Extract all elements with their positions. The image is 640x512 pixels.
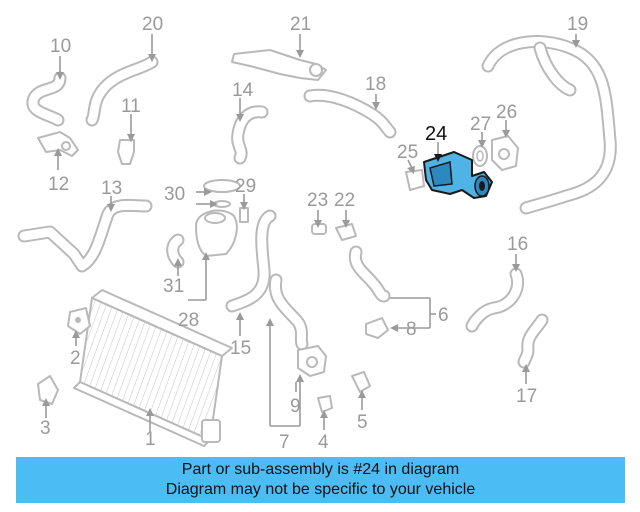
callout-10[interactable]: 10 xyxy=(50,36,71,57)
callout-7[interactable]: 7 xyxy=(279,432,290,453)
callout-15[interactable]: 15 xyxy=(230,338,251,359)
reservoir-tank[interactable] xyxy=(195,209,238,257)
callout-16[interactable]: 16 xyxy=(507,234,528,255)
callout-labels: 1 2 3 4 5 6 7 8 9 10 11 12 13 14 15 16 1… xyxy=(40,14,588,453)
flange-part-21[interactable] xyxy=(231,49,327,81)
callout-4[interactable]: 4 xyxy=(318,432,329,453)
gasket-part-25[interactable] xyxy=(405,169,425,191)
bracket-part-2[interactable] xyxy=(67,307,91,335)
callout-27[interactable]: 27 xyxy=(470,114,491,135)
callout-11[interactable]: 11 xyxy=(121,96,141,117)
sensor-part-4[interactable] xyxy=(317,395,333,413)
hose-part-16[interactable] xyxy=(465,267,524,333)
callout-14[interactable]: 14 xyxy=(232,80,254,101)
callout-31[interactable]: 31 xyxy=(163,276,184,297)
pipe-part-13[interactable] xyxy=(17,198,153,273)
callout-20[interactable]: 20 xyxy=(142,14,163,35)
hose-part-15[interactable] xyxy=(225,209,277,313)
leader-lines xyxy=(42,34,580,432)
banner-line-disclaimer: Diagram may not be specific to your vehi… xyxy=(165,481,476,498)
callout-12[interactable]: 12 xyxy=(48,174,69,195)
callout-2[interactable]: 2 xyxy=(70,348,81,369)
callout-25[interactable]: 25 xyxy=(397,142,418,163)
callout-19[interactable]: 19 xyxy=(567,14,588,35)
hose-part-6[interactable] xyxy=(348,245,391,303)
callout-26[interactable]: 26 xyxy=(496,102,517,123)
callout-22[interactable]: 22 xyxy=(334,190,355,211)
housing-part-9[interactable] xyxy=(297,345,327,377)
hose-part-17[interactable] xyxy=(517,313,549,369)
callout-29[interactable]: 29 xyxy=(235,176,256,197)
sensor-part-12[interactable] xyxy=(37,131,79,157)
callout-8[interactable]: 8 xyxy=(406,319,417,340)
callout-30[interactable]: 30 xyxy=(164,184,185,205)
callout-5[interactable]: 5 xyxy=(357,412,368,433)
banner-line-part: Part or sub-assembly is #24 in diagram xyxy=(181,461,460,478)
hose-part-7[interactable] xyxy=(268,273,309,351)
callout-23[interactable]: 23 xyxy=(307,190,328,211)
callout-21[interactable]: 21 xyxy=(290,14,311,35)
hose-part-20[interactable] xyxy=(85,55,159,127)
highlighted-part-24[interactable] xyxy=(423,151,493,199)
hose-part-31[interactable] xyxy=(166,233,185,269)
hose-part-10[interactable] xyxy=(26,71,67,127)
info-banner: Part or sub-assembly is #24 in diagram D… xyxy=(16,457,625,503)
callout-13[interactable]: 13 xyxy=(101,178,122,199)
callout-9[interactable]: 9 xyxy=(290,396,301,417)
hose-part-19[interactable] xyxy=(481,35,617,215)
callout-17[interactable]: 17 xyxy=(516,386,537,407)
sensor-part-5[interactable] xyxy=(351,371,371,393)
callout-18[interactable]: 18 xyxy=(365,74,386,95)
callout-6[interactable]: 6 xyxy=(438,305,449,326)
sensor-part-11[interactable] xyxy=(117,139,135,165)
callout-24[interactable]: 24 xyxy=(425,123,447,145)
oring-part-27[interactable] xyxy=(472,145,488,167)
sensor-part-29[interactable] xyxy=(239,207,249,223)
bracket-part-3[interactable] xyxy=(37,375,59,405)
connector-part-8[interactable] xyxy=(365,317,389,339)
thermostat-part-26[interactable] xyxy=(491,135,519,171)
callout-3[interactable]: 3 xyxy=(40,418,51,439)
callout-1[interactable]: 1 xyxy=(145,429,156,450)
radiator-part-1[interactable] xyxy=(73,289,233,447)
hose-part-18[interactable] xyxy=(303,88,397,139)
callout-28[interactable]: 28 xyxy=(178,310,199,331)
hose-part-14[interactable] xyxy=(231,105,269,165)
